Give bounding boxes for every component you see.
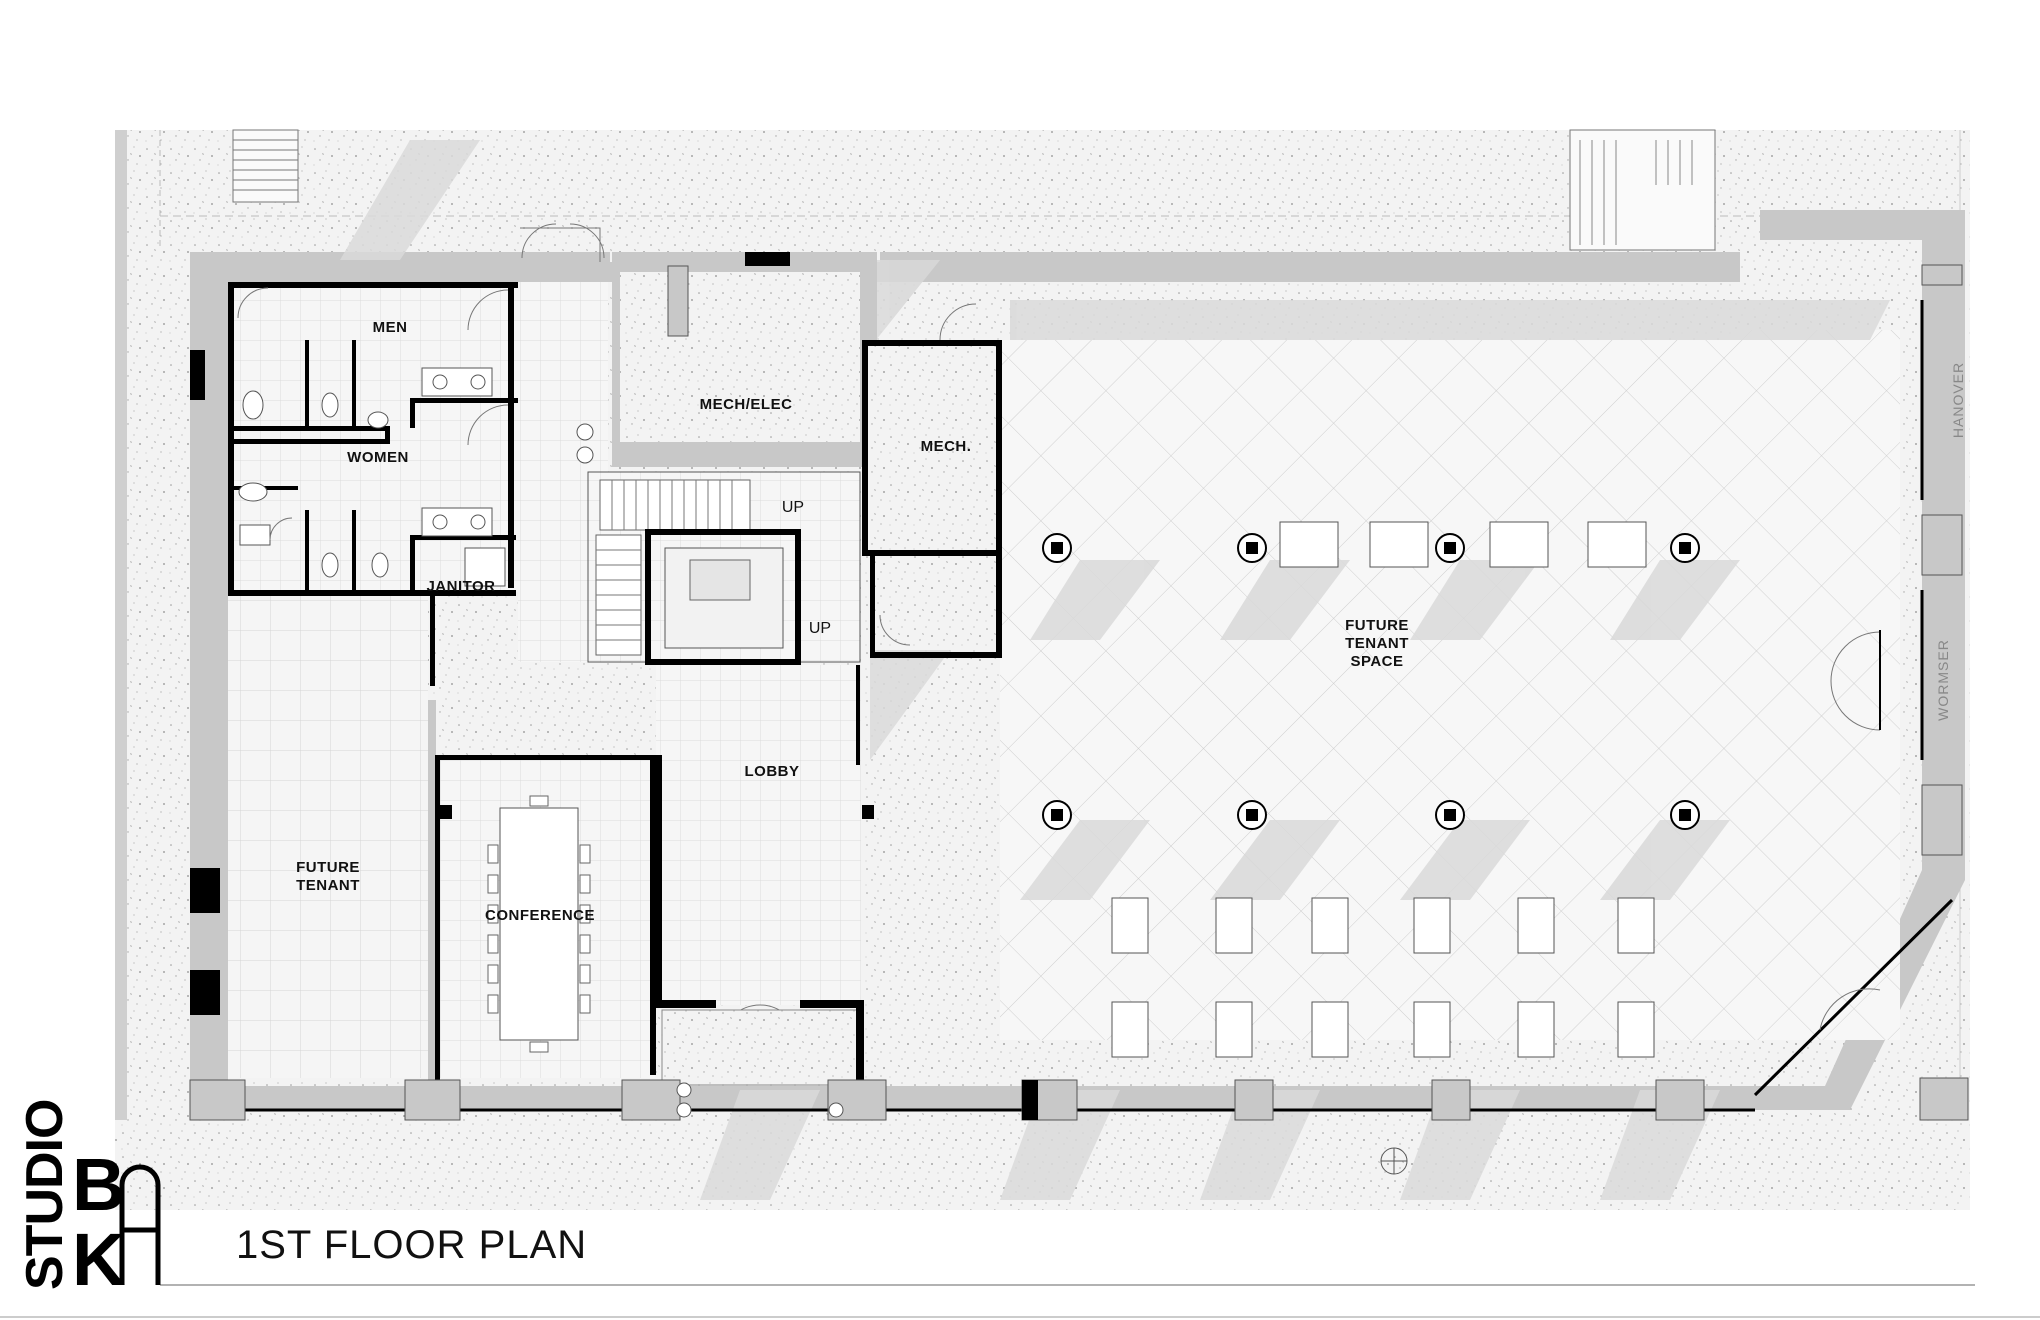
room-label-janitor: JANITOR — [426, 578, 495, 595]
lobby: LOBBY — [656, 665, 862, 1046]
exterior-stair-left — [232, 129, 299, 203]
street-label-wormser: WORMSER — [1935, 639, 1951, 721]
stair-label-up-2: UP — [809, 620, 831, 637]
title-block: 1ST FLOOR PLAN — [0, 1223, 2040, 1318]
exterior-stair-right — [1569, 129, 1716, 251]
room-label-lobby: LOBBY — [745, 763, 800, 780]
columns — [440, 533, 1700, 830]
vestibule — [661, 1000, 864, 1086]
storefront-right — [1753, 264, 1963, 1097]
room-label-mech: MECH. — [921, 438, 972, 455]
room-label-conference: CONFERENCE — [485, 907, 595, 924]
svg-text:B: B — [72, 1143, 125, 1226]
future-tenant-left: FUTURE TENANT — [228, 596, 436, 1080]
grid-marker — [1380, 1147, 1408, 1175]
room-label-women: WOMEN — [347, 449, 409, 466]
plan-title: 1ST FLOOR PLAN — [236, 1223, 587, 1267]
street-label-hanover: HANOVER — [1950, 362, 1966, 438]
mech-elec-room: MECH/ELEC — [612, 252, 877, 467]
mech-room: MECH. — [862, 303, 1002, 658]
room-label-future-tenant-1: FUTURE — [296, 859, 360, 876]
storefront-bottom — [189, 1077, 1969, 1121]
conference-room: CONFERENCE — [435, 755, 660, 1085]
room-label-future-space-3: SPACE — [1350, 653, 1403, 670]
stair-core: UP UP — [587, 471, 861, 665]
room-label-men: MEN — [373, 319, 408, 336]
svg-text:K: K — [72, 1218, 125, 1301]
svg-text:STUDIO: STUDIO — [16, 1100, 74, 1290]
room-label-future-space-2: TENANT — [1345, 635, 1409, 652]
restroom-block: MEN WOMEN JANITOR — [228, 282, 518, 596]
room-label-future-tenant-2: TENANT — [296, 877, 360, 894]
room-label-future-space-1: FUTURE — [1345, 617, 1409, 634]
studio-bka-logo: STUDIO B K — [16, 1100, 161, 1301]
room-label-mech-elec: MECH/ELEC — [700, 396, 793, 413]
left-wall-details — [190, 350, 220, 1015]
tables-upper — [1279, 521, 1647, 568]
stair-label-up-1: UP — [782, 499, 804, 516]
tables-lower — [1111, 897, 1655, 1058]
